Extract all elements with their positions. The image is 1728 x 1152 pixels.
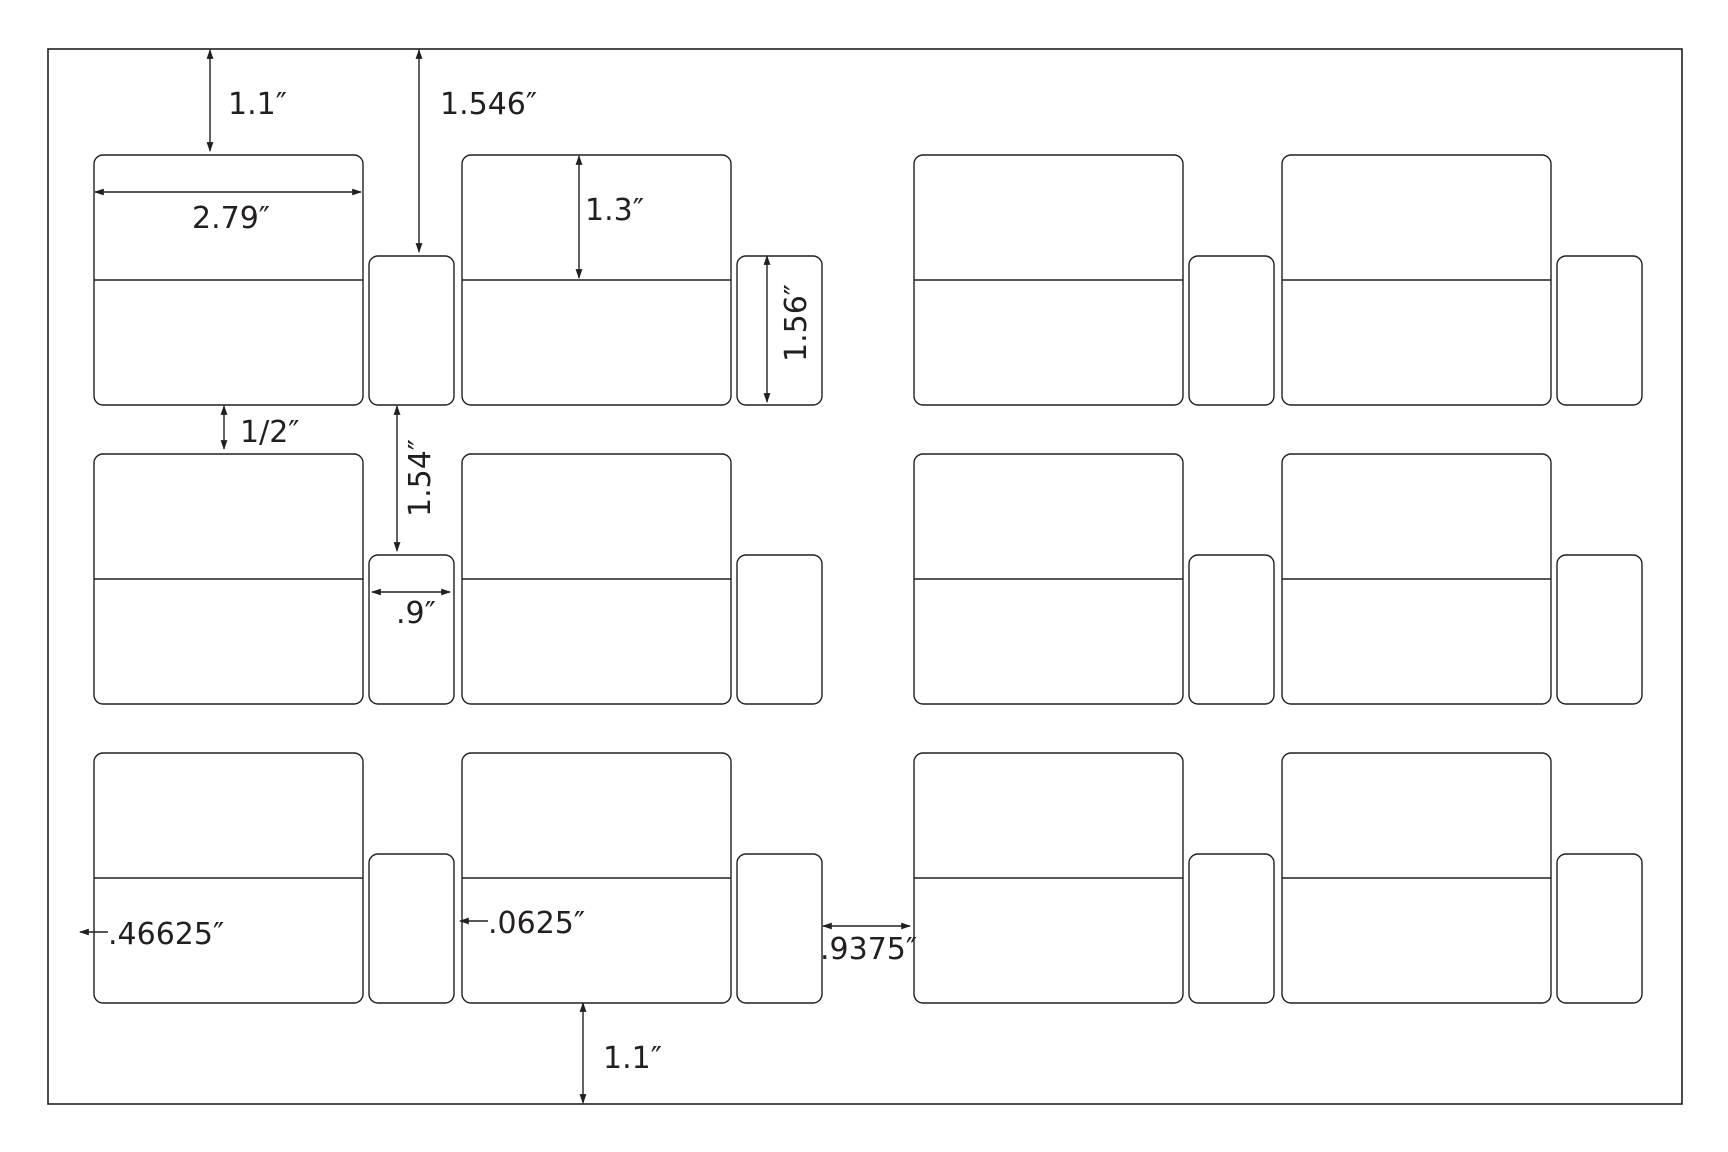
dim-small-label-width: .9″: [396, 596, 436, 631]
dim-small-label-height: 1.56″: [779, 284, 814, 362]
dimension-lines: [79, 49, 911, 1104]
small-label: [368, 255, 455, 406]
dim-row-gap: 1/2″: [240, 415, 300, 450]
sheet-border: [47, 48, 1683, 1105]
small-label: [368, 554, 455, 705]
dim-label-gap: .0625″: [488, 906, 585, 941]
small-label: [1188, 255, 1275, 406]
dim-top-margin-small: 1.546″: [440, 87, 537, 122]
dim-left-margin: .46625″: [108, 917, 224, 952]
dim-bottom-margin: 1.1″: [603, 1041, 662, 1076]
small-label: [1188, 554, 1275, 705]
dim-top-margin: 1.1″: [228, 87, 287, 122]
small-label: [736, 554, 823, 705]
label-grid: [93, 154, 1643, 1004]
small-label: [1556, 255, 1643, 406]
dim-center-gap: .9375″: [820, 932, 917, 967]
small-label: [736, 853, 823, 1004]
dim-fold-height: 1.3″: [585, 193, 644, 228]
small-label: [1188, 853, 1275, 1004]
small-label: [1556, 853, 1643, 1004]
small-label: [368, 853, 455, 1004]
small-label: [1556, 554, 1643, 705]
small-label: [736, 255, 823, 406]
dim-label-width: 2.79″: [192, 201, 270, 236]
dimension-texts: 1.1″ 1.546″ 2.79″ 1.3″ 1.56″ 1/2″ 1.54″ …: [108, 87, 917, 1076]
dim-small-label-gap: 1.54″: [403, 439, 438, 517]
